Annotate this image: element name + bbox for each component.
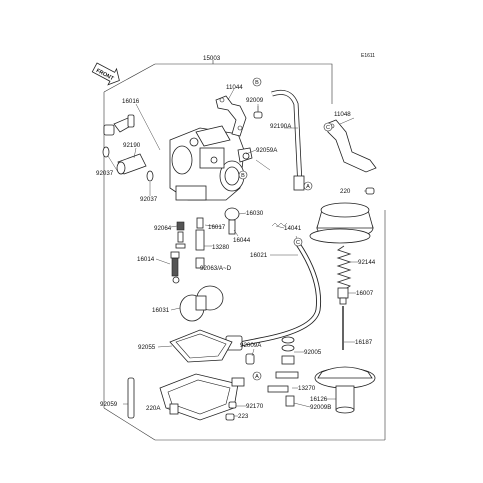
screw-220 (365, 187, 375, 195)
vent-hose-92190a (271, 89, 305, 191)
label-220a: 220A (146, 405, 161, 412)
svg-text:C: C (326, 125, 330, 131)
label-16031: 16031 (152, 307, 170, 314)
hose-92190 (116, 153, 147, 175)
svg-text:C: C (296, 240, 300, 246)
label-16044: 16044 (233, 237, 251, 244)
spring-92144 (336, 245, 352, 291)
label-92170: 92170 (246, 403, 264, 410)
float-16031 (179, 285, 224, 322)
label-92009a: 92009A (240, 342, 262, 349)
jet-cluster (170, 217, 205, 284)
label-92005: 92005 (304, 349, 322, 356)
label-16017: 16017 (208, 224, 226, 231)
pilot-screw-16016 (103, 114, 135, 136)
throttle-cable-16021 (225, 235, 322, 351)
label-16030: 16030 (246, 210, 264, 217)
label-92037-right: 92037 (140, 196, 158, 203)
label-16126: 16126 (310, 396, 328, 403)
throttle-bracket (215, 95, 247, 137)
label-92009: 92009 (246, 97, 264, 104)
fitting-92009a (245, 336, 299, 407)
label-16007: 16007 (356, 290, 374, 297)
label-13270: 13270 (298, 385, 316, 392)
label-16016: 16016 (122, 98, 140, 105)
part-labels: 11044 92009 11048 16016 92190 92037 9203… (96, 84, 376, 420)
assembly-number: 15003 (203, 55, 221, 62)
spring-14041 (271, 222, 288, 227)
vacuum-piston (314, 366, 376, 414)
label-92055: 92055 (138, 344, 156, 351)
carburetor-body (169, 125, 253, 201)
svg-text:A: A (255, 374, 259, 380)
label-92064: 92064 (154, 225, 172, 232)
label-223: 223 (238, 413, 249, 420)
callout-c-mid: C (293, 237, 303, 247)
label-16014: 16014 (137, 256, 155, 263)
label-11044: 11044 (226, 84, 243, 91)
label-92037-left: 92037 (96, 170, 114, 177)
hose-bracket-11048 (325, 119, 377, 173)
drain-tube-92059 (127, 377, 135, 419)
bowl-screws (225, 401, 237, 421)
callout-a-bottom: A (252, 371, 262, 381)
gasket-92055 (169, 329, 233, 363)
callout-b-mid: B (238, 170, 248, 180)
label-92059a: 92059A (256, 147, 278, 154)
label-92190: 92190 (123, 142, 141, 149)
label-220: 220 (340, 188, 351, 195)
callout-b-top: B (252, 77, 262, 87)
clip-92037 (102, 146, 154, 182)
needle-jet-parts (224, 207, 240, 235)
assembly-frame (103, 60, 386, 441)
label-92063: 92063/A~D (200, 265, 232, 272)
label-92009b: 92009B (310, 404, 331, 411)
label-92144: 92144 (358, 259, 376, 266)
leader-lines (107, 88, 366, 417)
label-16021: 16021 (250, 252, 268, 259)
svg-text:B: B (255, 80, 259, 86)
float-bowl (159, 373, 245, 421)
callout-a-top: A (303, 181, 313, 191)
label-92190a: 92190A (270, 123, 292, 130)
diaphragm-cover (309, 202, 374, 244)
label-13280: 13280 (212, 244, 230, 251)
reference-code: E1611 (361, 53, 375, 59)
needle-holder-16007 (337, 287, 349, 305)
label-16187: 16187 (355, 339, 373, 346)
label-11048: 11048 (334, 111, 351, 118)
label-92059: 92059 (100, 401, 118, 408)
svg-text:B: B (241, 173, 245, 179)
label-14041: 14041 (284, 225, 302, 232)
callout-c-top: C (323, 122, 333, 132)
svg-text:A: A (306, 184, 310, 190)
